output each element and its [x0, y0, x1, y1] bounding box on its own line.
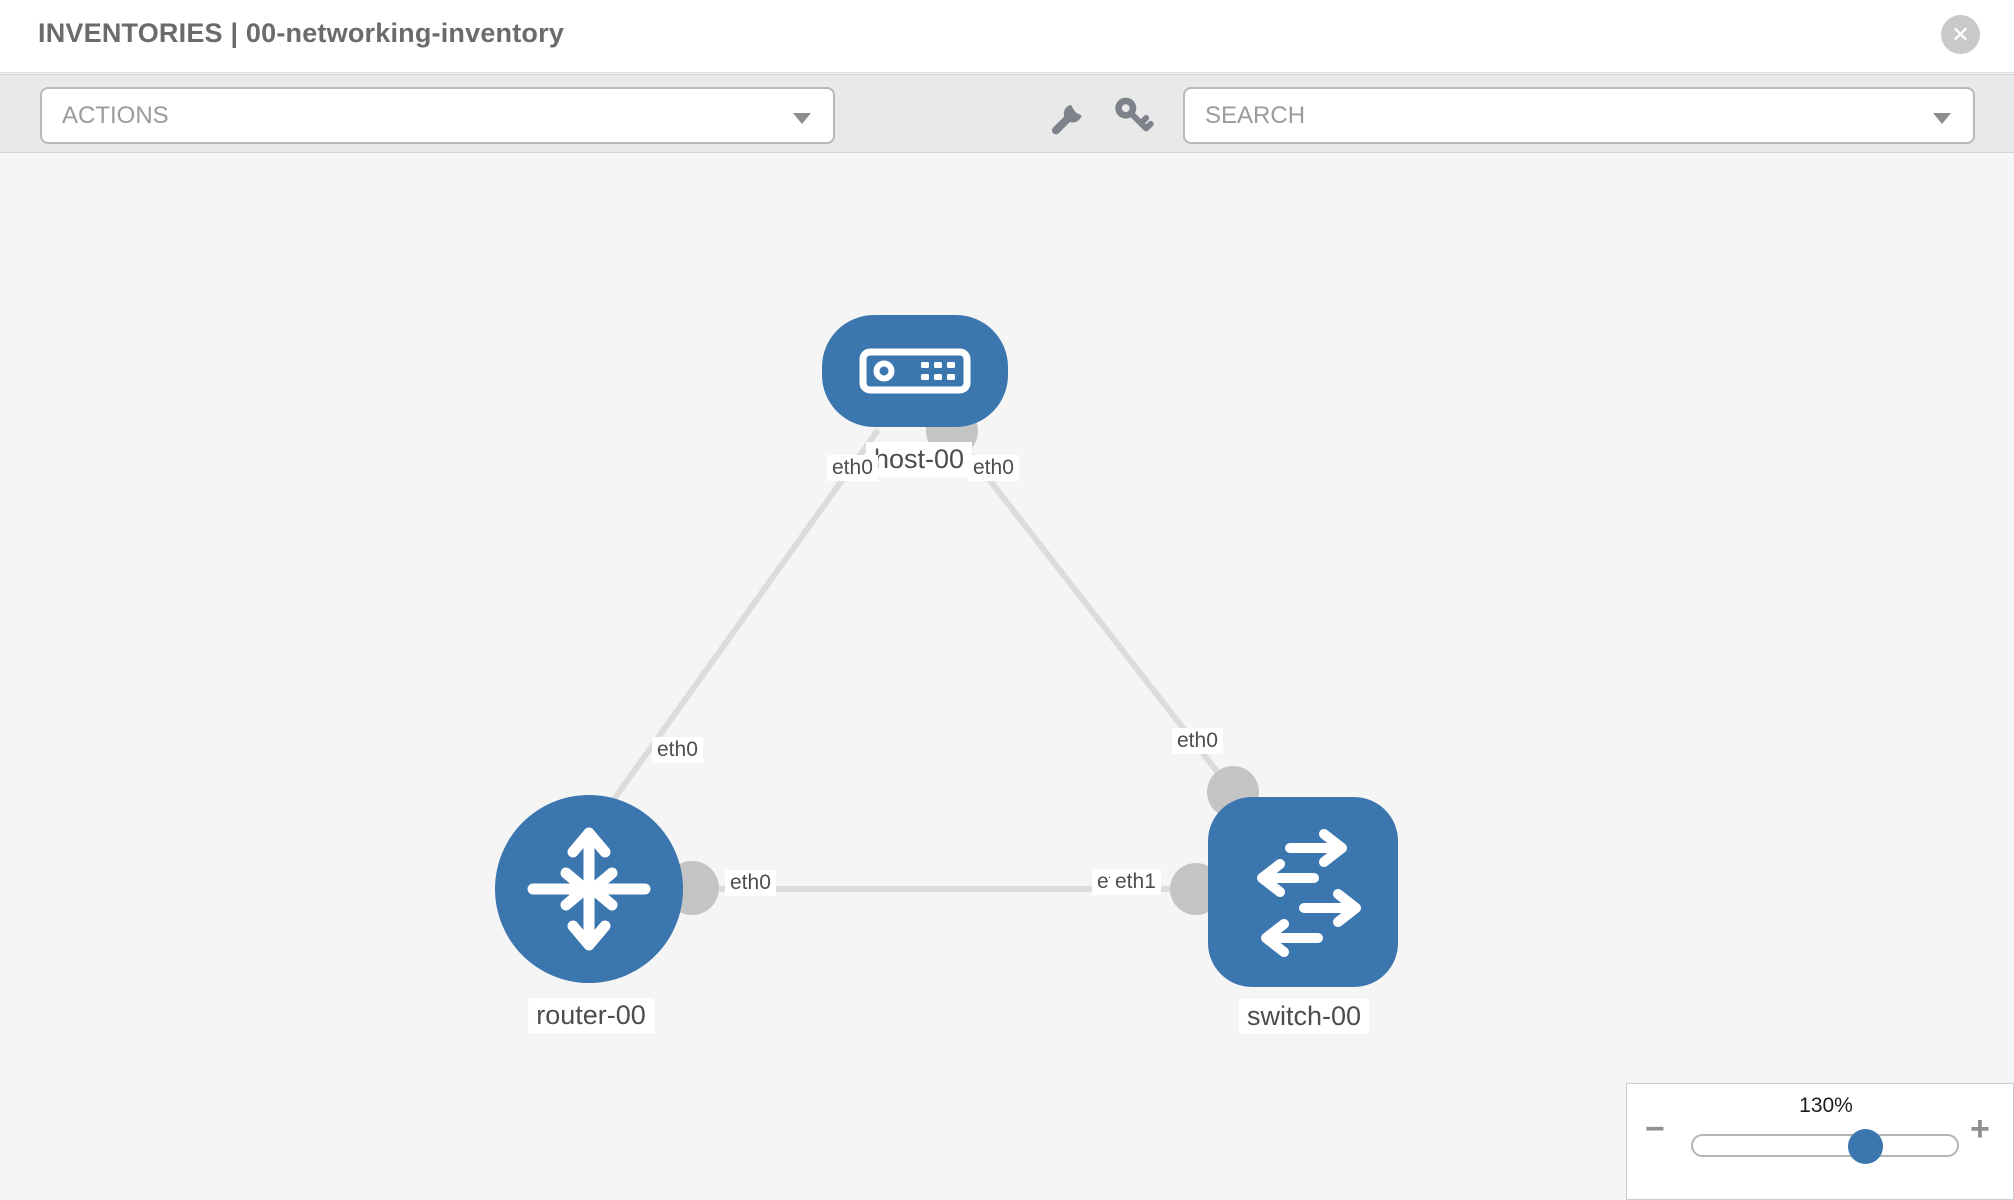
wrench-icon[interactable]	[1048, 95, 1090, 137]
minus-icon: −	[1645, 1110, 1665, 1148]
node-switch-00[interactable]	[1208, 797, 1398, 987]
iface-label-host-router-mid: eth0	[652, 737, 703, 763]
close-icon: ✕	[1951, 22, 1970, 47]
page-title: INVENTORIES | 00-networking-inventory	[38, 18, 565, 48]
node-label-switch: switch-00	[1238, 999, 1370, 1034]
close-button[interactable]: ✕	[1941, 15, 1980, 54]
node-host-00[interactable]	[822, 315, 1008, 427]
node-label-host: host-00	[865, 442, 973, 477]
zoom-in-button[interactable]: +	[1970, 1112, 1990, 1146]
search-dropdown-label: SEARCH	[1205, 101, 1306, 129]
router-icon	[527, 827, 651, 951]
iface-label-host-switch-mid: eth0	[1172, 728, 1223, 754]
header: INVENTORIES | 00-networking-inventory ✕	[0, 0, 2014, 73]
links-layer	[609, 405, 1259, 915]
search-dropdown[interactable]: SEARCH	[1183, 87, 1975, 144]
iface-label-host-right: eth0	[968, 455, 1019, 481]
caret-down-icon	[793, 113, 811, 124]
actions-dropdown[interactable]: ACTIONS	[40, 87, 835, 144]
zoom-level-value: 130%	[1799, 1094, 1853, 1117]
switch-icon	[1257, 829, 1361, 957]
wrench-head	[1063, 104, 1082, 123]
iface-label-host-left: eth0	[827, 455, 878, 481]
key-shaft	[1128, 110, 1154, 132]
host-icon	[859, 348, 971, 394]
zoom-control-panel: 130% − +	[1626, 1083, 2014, 1200]
topology-canvas[interactable]: host-00 router-00 switch-00 eth0 eth0 et…	[0, 154, 2014, 1200]
toolbar: ACTIONS SEARCH	[0, 74, 2014, 153]
key-head	[1115, 97, 1137, 119]
zoom-slider-thumb[interactable]	[1848, 1129, 1883, 1164]
zoom-out-button[interactable]: −	[1645, 1112, 1665, 1146]
key-icon[interactable]	[1112, 95, 1154, 137]
plus-icon: +	[1970, 1110, 1990, 1148]
actions-dropdown-label: ACTIONS	[62, 101, 169, 129]
iface-label-switch-eth1: eth1	[1110, 869, 1161, 895]
caret-down-icon	[1933, 113, 1951, 124]
iface-label-router-right: eth0	[725, 870, 776, 896]
zoom-slider[interactable]	[1691, 1129, 1959, 1164]
node-router-00[interactable]	[495, 795, 683, 983]
node-label-router: router-00	[528, 998, 654, 1033]
